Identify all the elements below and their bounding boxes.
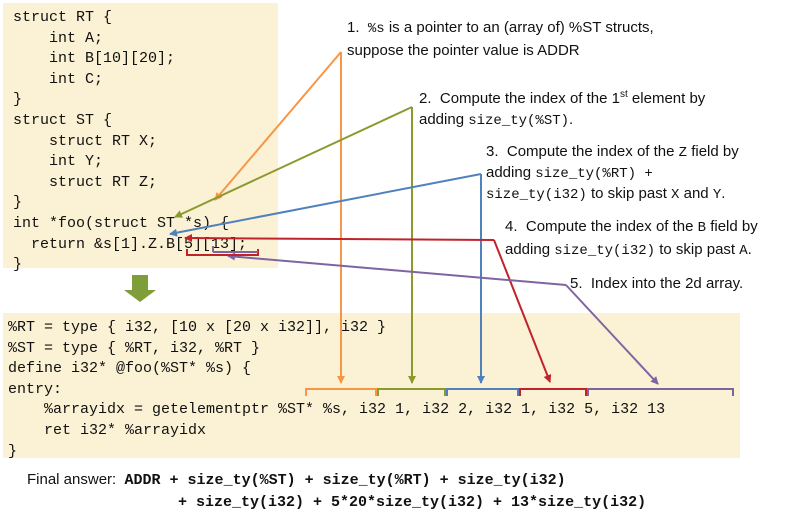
- ir-line: ret i32* %arrayidx: [8, 421, 207, 439]
- c-line: }: [13, 91, 23, 109]
- step-1-text: 1. %s is a pointer to an (array of) %ST …: [347, 19, 654, 59]
- c-line: int B[10][20];: [13, 50, 176, 68]
- c-line: struct RT Z;: [13, 173, 158, 191]
- ir-bracket-olive: [377, 388, 446, 396]
- llvm-ir-code: %RT = type { i32, [10 x [20 x i32]], i32…: [8, 318, 665, 462]
- c-line: }: [13, 194, 23, 212]
- final-answer-label: Final answer:: [27, 471, 117, 488]
- step-4-arrows: [184, 234, 552, 383]
- step-3-arrows: [169, 173, 485, 384]
- step-2-text: 2. Compute the index of the 1st element …: [419, 89, 706, 129]
- step-5-text: 5. Index into the 2d array.: [570, 275, 744, 292]
- ir-bracket-red: [519, 388, 587, 396]
- ir-bracket-orange: [305, 388, 377, 396]
- final-answer-line-1: ADDR + size_ty(%ST) + size_ty(%RT) + siz…: [124, 472, 566, 489]
- llvm-ir-box: [3, 313, 740, 458]
- c-line: struct RT {: [13, 9, 113, 26]
- final-answer-cont: + size_ty(i32) + 5*20*size_ty(i32) + 13*…: [178, 491, 646, 514]
- ir-bracket-blue: [446, 388, 519, 396]
- c-line: }: [13, 256, 23, 274]
- c-line: int *foo(struct ST *s) {: [13, 214, 230, 232]
- step-1-arrows: [214, 51, 345, 384]
- ir-line: }: [8, 442, 18, 460]
- ir-line: %ST = type { %RT, i32, %RT }: [8, 339, 261, 357]
- ir-line: %RT = type { i32, [10 x [20 x i32]], i32…: [8, 319, 387, 336]
- ir-line: entry:: [8, 380, 63, 398]
- c-bracket-purple: [212, 246, 258, 253]
- c-line: int A;: [13, 29, 104, 47]
- step-5-arrows: [227, 252, 659, 385]
- final-answer-line-2: + size_ty(i32) + 5*20*size_ty(i32) + 13*…: [178, 494, 647, 511]
- step-3-text: 3. Compute the index of the Z field by a…: [486, 143, 739, 203]
- c-line: int Y;: [13, 153, 104, 171]
- ir-line: define i32* @foo(%ST* %s) {: [8, 360, 252, 378]
- c-source-box: [3, 3, 278, 268]
- c-line: int C;: [13, 70, 104, 88]
- c-line: struct RT X;: [13, 132, 158, 150]
- transform-down-arrow: [124, 275, 156, 302]
- ir-bracket-purple: [587, 388, 734, 396]
- ir-line: %arrayidx = getelementptr %ST* %s, i32 1…: [8, 401, 666, 419]
- c-source-code: struct RT { int A; int B[10][20]; int C;…: [13, 8, 247, 276]
- step-4-text: 4. Compute the index of the B field by a…: [505, 218, 758, 259]
- final-answer: Final answer: ADDR + size_ty(%ST) + size…: [27, 469, 566, 492]
- step-2-arrows: [174, 106, 416, 384]
- c-line: return &s[1].Z.B[5][13];: [13, 235, 248, 253]
- c-line: struct ST {: [13, 111, 113, 129]
